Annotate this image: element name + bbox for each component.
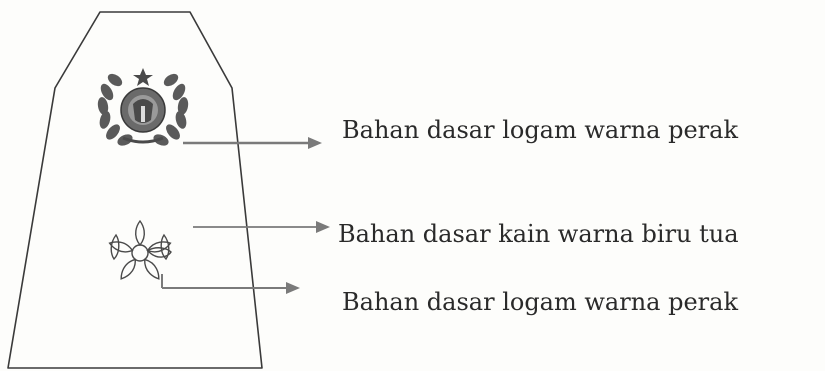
arrow-emblem xyxy=(183,137,322,149)
callout-label-emblem: Bahan dasar logam warna perak xyxy=(342,116,738,144)
callout-label-base: Bahan dasar kain warna biru tua xyxy=(338,220,739,248)
arrow-base xyxy=(193,221,330,233)
arrow-flower xyxy=(161,274,300,294)
flower-icon xyxy=(108,219,172,280)
callout-label-flower: Bahan dasar logam warna perak xyxy=(342,288,738,316)
state-emblem-icon xyxy=(97,68,189,146)
shoulder-board-outline xyxy=(7,11,263,369)
